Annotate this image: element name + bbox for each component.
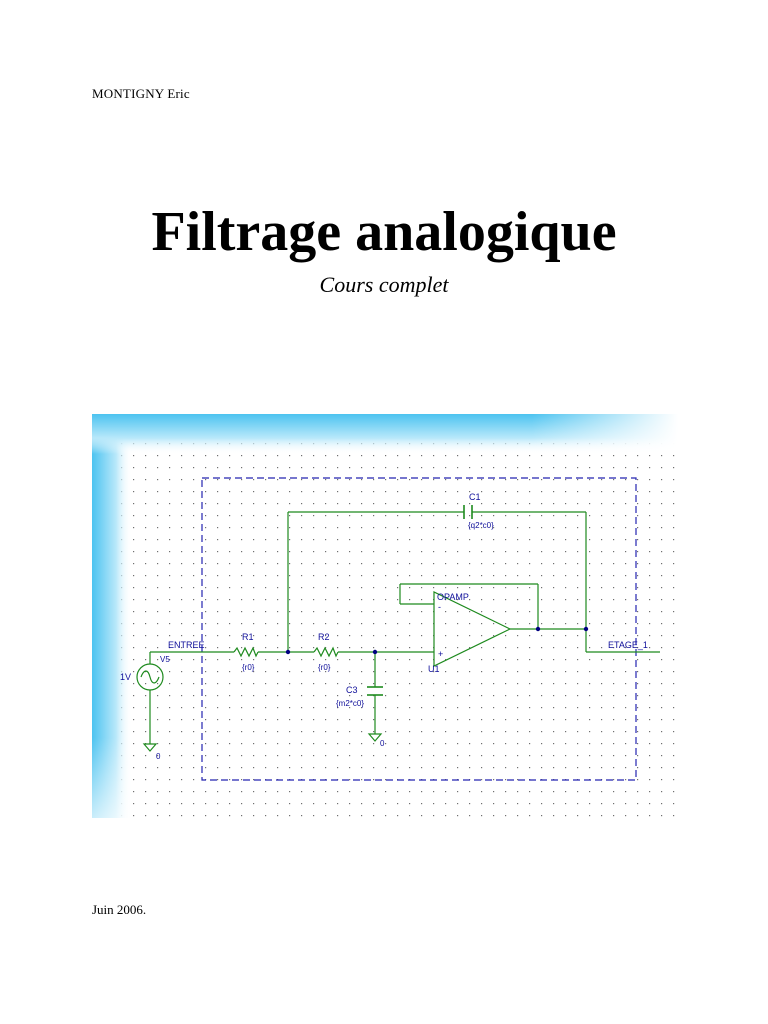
grid-dots: [92, 414, 678, 818]
source-ref-label: V5: [160, 655, 170, 664]
opamp-u1: [433, 591, 512, 667]
wires: [149, 511, 660, 744]
r2-value-label: {r0}: [318, 663, 331, 672]
document-date: Juin 2006.: [92, 902, 147, 917]
r1-ref-label: R1: [242, 632, 254, 642]
author-name: MONTIGNY Eric: [92, 86, 190, 101]
circuit-schematic-figure: ENTREE ETAGE_1 1V V5 0 R1 {r0} R2 {r0} C…: [92, 414, 678, 818]
opamp-ref-label: U1: [428, 664, 440, 674]
schematic-border: [201, 477, 637, 781]
opamp-minus-label: -: [438, 602, 441, 612]
r2-ref-label: R2: [318, 632, 330, 642]
r1-value-label: {r0}: [242, 663, 255, 672]
document-title: Filtrage analogique: [151, 201, 617, 263]
c1-value-label: {q2*c0}: [468, 521, 494, 530]
source-value-label: 1V: [120, 672, 131, 682]
net-label-entree: ENTREE: [168, 640, 205, 650]
ground-symbol-c3: [367, 733, 383, 742]
ground-symbol-source: [142, 743, 158, 752]
junction-dots: [285, 626, 589, 655]
voltage-source-v5: [136, 663, 164, 691]
net-label-etage: ETAGE_1: [608, 640, 648, 650]
source-ground-label: 0: [156, 752, 161, 761]
capacitor-c3: [367, 686, 383, 696]
opamp-plus-label: +: [438, 649, 443, 659]
resistor-r1: [233, 646, 259, 658]
c3-ground-label: 0: [380, 739, 385, 748]
capacitor-c1: [463, 505, 473, 519]
c1-ref-label: C1: [469, 492, 481, 502]
document-subtitle: Cours complet: [319, 272, 449, 297]
circuit-schematic: ENTREE ETAGE_1 1V V5 0 R1 {r0} R2 {r0} C…: [92, 414, 678, 818]
c3-value-label: {m2*c0}: [336, 699, 364, 708]
resistor-r2: [313, 646, 339, 658]
c3-ref-label: C3: [346, 685, 358, 695]
opamp-type-label: OPAMP: [437, 592, 469, 602]
